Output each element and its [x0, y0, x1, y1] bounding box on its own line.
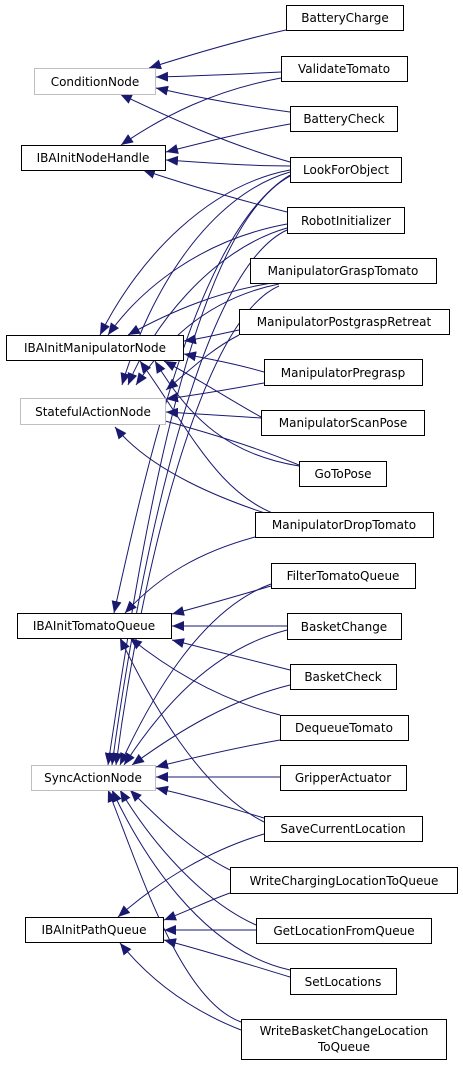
node-label: ConditionNode: [51, 75, 140, 89]
node-label: GoToPose: [314, 467, 371, 481]
node-label: WriteChargingLocationToQueue: [250, 874, 439, 888]
node-label: GripperActuator: [295, 771, 391, 785]
node-dequeue-tomato[interactable]: DequeueTomato: [280, 715, 409, 741]
edge-dequeue-tomatoq: [129, 637, 281, 716]
edge-postgrasp-stateful: [165, 334, 240, 391]
edge-writecharging-pathq: [163, 892, 231, 921]
edge-drop-stateful: [114, 426, 288, 521]
node-label: SetLocations: [305, 975, 382, 989]
node-label: BatteryCheck: [303, 112, 384, 126]
node-condition-node[interactable]: ConditionNode: [34, 68, 156, 95]
node-validate-tomato[interactable]: ValidateTomato: [281, 56, 408, 82]
node-basket-change[interactable]: BasketChange: [287, 613, 402, 640]
node-write-charging-location-to-queue[interactable]: WriteChargingLocationToQueue: [230, 867, 458, 894]
edge-savecur-tomatoq: [119, 637, 265, 823]
node-label: IBAInitManipulatorNode: [24, 341, 166, 355]
node-set-locations[interactable]: SetLocations: [290, 968, 397, 995]
edge-gotopose-stateful: [149, 415, 300, 466]
node-label: RobotInitializer: [301, 214, 391, 228]
edge-lookforobject-handle: [165, 155, 291, 167]
edge-scanpose-manip: [163, 360, 262, 418]
edge-scanpose-stateful: [165, 407, 262, 419]
node-label: SaveCurrentLocation: [280, 822, 405, 836]
node-label: IBAInitNodeHandle: [37, 151, 150, 165]
node-label: FilterTomatoQueue: [287, 569, 400, 583]
node-label: ValidateTomato: [298, 62, 390, 76]
edge-setloc-sync: [111, 789, 291, 971]
node-label: IBAInitTomatoQueue: [33, 619, 155, 633]
edge-drop-manip: [139, 360, 288, 519]
edge-basketcheck-sync: [131, 684, 291, 766]
edge-savecur-sync: [155, 785, 265, 819]
node-label: BasketCheck: [304, 670, 381, 684]
edge-basketchange-sync: [123, 629, 288, 766]
node-label: SyncActionNode: [44, 771, 142, 785]
node-iba-init-manipulator-node[interactable]: IBAInitManipulatorNode: [6, 335, 184, 361]
node-manipulator-grasp-tomato[interactable]: ManipulatorGraspTomato: [250, 258, 437, 284]
edge-robotinit-handle: [142, 169, 288, 213]
edge-lookforobject-manip: [99, 169, 291, 336]
node-manipulator-scan-pose[interactable]: ManipulatorScanPose: [261, 410, 425, 436]
edge-getloc-sync: [119, 789, 257, 926]
edge-writebasket-sync: [107, 789, 242, 1023]
edge-validatetomato-handle: [120, 77, 282, 146]
node-label: IBAInitPathQueue: [42, 923, 147, 937]
node-iba-init-node-handle[interactable]: IBAInitNodeHandle: [21, 145, 166, 171]
node-label: BatteryCharge: [301, 11, 388, 25]
node-label: ManipulatorPregrasp: [281, 366, 405, 380]
node-label: StatefulActionNode: [35, 405, 151, 419]
node-iba-init-path-queue[interactable]: IBAInitPathQueue: [25, 917, 164, 943]
edge-writebasket-pathq: [119, 942, 242, 1031]
edge-pregrasp-manip: [183, 351, 265, 373]
node-look-for-object[interactable]: LookForObject: [290, 157, 402, 183]
edge-basketcheck-tomatoq: [171, 638, 291, 671]
node-iba-init-tomato-queue[interactable]: IBAInitTomatoQueue: [17, 613, 172, 639]
edge-batterycharge-condition: [148, 29, 287, 70]
node-gripper-actuator[interactable]: GripperActuator: [280, 765, 407, 791]
edge-pregrasp-stateful: [165, 382, 265, 403]
node-label: ManipulatorPostgraspRetreat: [257, 315, 432, 329]
node-label: ManipulatorScanPose: [279, 416, 408, 430]
node-label-line-2: ToQueue: [317, 1040, 370, 1054]
edge-batterycheck-handle: [165, 123, 291, 154]
node-stateful-action-node[interactable]: StatefulActionNode: [20, 398, 166, 425]
node-get-location-from-queue[interactable]: GetLocationFromQueue: [256, 918, 432, 944]
edge-lookforobject-condition: [119, 93, 291, 163]
node-label: BasketChange: [301, 620, 387, 634]
edge-drop-tomatoq: [124, 536, 256, 614]
node-manipulator-pregrasp[interactable]: ManipulatorPregrasp: [264, 359, 423, 386]
edge-filterq-tomatoq: [171, 585, 272, 616]
node-battery-charge[interactable]: BatteryCharge: [286, 5, 404, 31]
node-label: LookForObject: [303, 163, 389, 177]
node-basket-check[interactable]: BasketCheck: [290, 664, 397, 690]
edge-robotinit-manip: [107, 223, 288, 336]
edge-grasp-stateful: [135, 283, 280, 386]
edge-setloc-pathq: [163, 938, 291, 978]
edge-batterycheck-condition: [155, 85, 291, 113]
node-battery-check[interactable]: BatteryCheck: [290, 106, 398, 132]
node-label: GetLocationFromQueue: [273, 924, 414, 938]
node-label-line-1: WriteBasketChangeLocation: [260, 1024, 429, 1038]
edge-dequeue-sync: [155, 739, 281, 769]
edge-lookforobject-sync: [104, 175, 291, 766]
node-manipulator-drop-tomato[interactable]: ManipulatorDropTomato: [255, 512, 434, 538]
nodes: ConditionNode IBAInitNodeHandle IBAInitM…: [6, 5, 458, 1060]
edge-savecur-pathq: [117, 833, 265, 918]
edge-filterq-sync: [119, 583, 272, 766]
node-go-to-pose[interactable]: GoToPose: [299, 461, 387, 487]
edge-robotinit-stateful: [127, 227, 288, 386]
node-write-basket-change-location-to-queue[interactable]: WriteBasketChangeLocation ToQueue: [241, 1019, 447, 1060]
node-label: ManipulatorDropTomato: [272, 518, 416, 532]
node-robot-initializer[interactable]: RobotInitializer: [287, 207, 405, 234]
edge-writecharging-sync: [129, 789, 231, 871]
node-save-current-location[interactable]: SaveCurrentLocation: [264, 816, 423, 842]
node-filter-tomato-queue[interactable]: FilterTomatoQueue: [271, 563, 416, 589]
node-label: DequeueTomato: [295, 721, 393, 735]
node-manipulator-postgrasp-retreat[interactable]: ManipulatorPostgraspRetreat: [239, 309, 450, 335]
edge-validatetomato-condition: [155, 71, 282, 82]
node-label: ManipulatorGraspTomato: [268, 264, 419, 278]
node-sync-action-node[interactable]: SyncActionNode: [31, 765, 156, 791]
